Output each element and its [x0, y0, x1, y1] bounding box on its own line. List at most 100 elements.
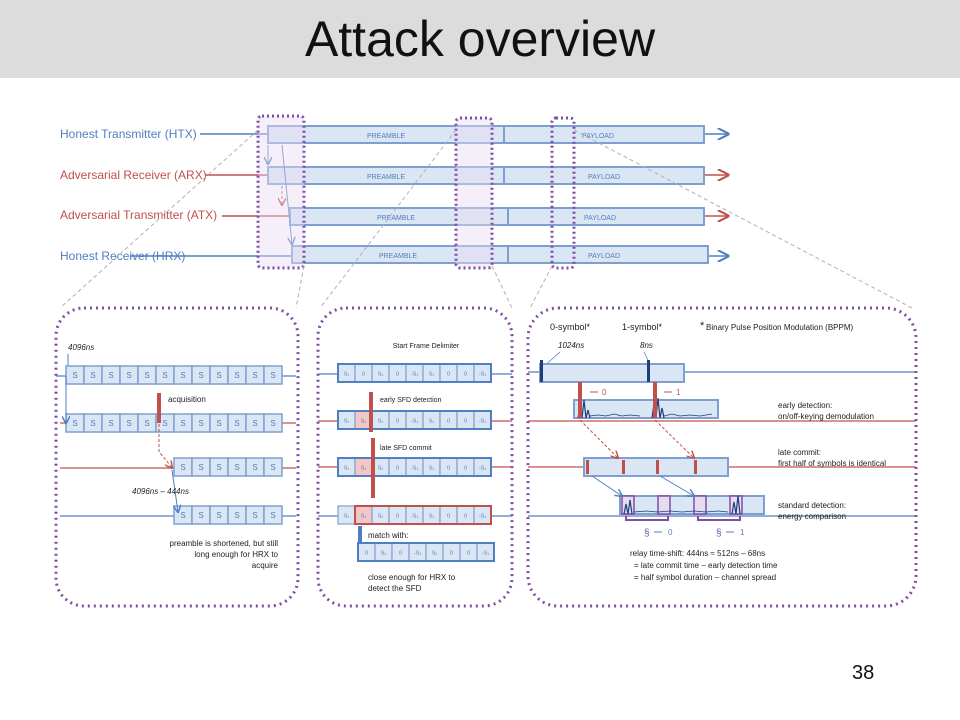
- bit-0-early: 0: [602, 388, 607, 397]
- symbol-cell-label: S: [180, 511, 185, 520]
- bppm-label: Binary Pulse Position Modulation (BPPM): [706, 323, 854, 332]
- sfd-cell-label: 0: [464, 372, 467, 378]
- symbol-cell-label: S: [234, 371, 239, 380]
- sfd-cell-label: S₁: [378, 419, 384, 425]
- sfd-cell-label: 0: [365, 551, 368, 557]
- sfd-cell-label: S₁: [429, 466, 435, 472]
- timeline: PREAMBLE PAYLOAD Honest Transmitter (HTX…: [59, 114, 913, 309]
- symbol-cell: [263, 413, 283, 433]
- sfd-cell-label: S₁: [361, 514, 367, 520]
- sfd-cell-label: S₁: [429, 372, 435, 378]
- sfd-cell-label: -S₁: [479, 419, 487, 425]
- symbol-cell-label: S: [270, 463, 275, 472]
- sfd-cell-label: 0: [464, 466, 467, 472]
- sfd-cell-label: S₁: [344, 466, 350, 472]
- symbol-cell-label: S: [72, 419, 77, 428]
- panel-bppm: 0-symbol* 1-symbol* * Binary Pulse Posit…: [526, 306, 918, 608]
- sfd-frame: [357, 542, 495, 562]
- sfd-cell-label: 0: [464, 514, 467, 520]
- symbol-cell-label: S: [252, 463, 257, 472]
- duration-shortened: 4096ns – 444ns: [132, 487, 189, 496]
- sfd-cell-label: 0: [396, 419, 399, 425]
- symbol-cell-label: S: [180, 371, 185, 380]
- sfd-cell-label: -S₁: [411, 372, 419, 378]
- relay-line-2: = late commit time – early detection tim…: [634, 561, 778, 570]
- symbol-cell-label: S: [234, 463, 239, 472]
- symbol-cell-label: S: [162, 371, 167, 380]
- late-commit-1: late commit:: [778, 448, 821, 457]
- late-commit-2: first half of symbols is identical: [778, 459, 886, 468]
- sfd-cell-label: 0: [396, 514, 399, 520]
- sfd-cell-label: -S₁: [411, 466, 419, 472]
- symbol-cell-label: S: [270, 371, 275, 380]
- timeline-row-arx: PREAMBLE PAYLOAD Adversarial Receiver (A…: [60, 166, 728, 185]
- symbol-cell-label: S: [270, 419, 275, 428]
- relay-line-1: relay time-shift: 444ns ≈ 512ns – 68ns: [630, 549, 765, 558]
- note-line-1: preamble is shortened, but still: [170, 539, 279, 548]
- sfd-cell-label: -S₁: [411, 514, 419, 520]
- highlight-sfd: [454, 116, 494, 270]
- highlight-preamble-start: [256, 114, 306, 270]
- slide-title: Attack overview: [304, 11, 656, 67]
- early-detection-2: on/off-keying demodulation: [778, 412, 874, 421]
- late-sfd-label: late SFD commit: [380, 445, 432, 452]
- sfd-cell-label: -S₁: [479, 514, 487, 520]
- sfd-cell-label: 0: [399, 551, 402, 557]
- sum-sign-1: §: [716, 528, 722, 539]
- symbol-cell-label: S: [252, 371, 257, 380]
- preamble-label: PREAMBLE: [377, 215, 415, 222]
- match-label: match with:: [368, 531, 408, 540]
- sfd-cell-label: S₁: [361, 419, 367, 425]
- early-detection-1: early detection:: [778, 401, 832, 410]
- symbol-cell-label: S: [90, 419, 95, 428]
- sfd-cell-label: 0: [396, 466, 399, 472]
- symbol-cell-label: S: [252, 511, 257, 520]
- highlight-payload: [550, 116, 576, 270]
- sfd-note-2: detect the SFD: [368, 584, 422, 593]
- duration-4096: 4096ns: [68, 343, 94, 352]
- bit-0-standard: 0: [668, 528, 673, 537]
- sfd-cell-label: 0: [362, 372, 365, 378]
- symbol-cell-label: S: [216, 511, 221, 520]
- sfd-cell-label: S₁: [378, 514, 384, 520]
- symbol-cell: [263, 457, 283, 477]
- duration-1024: 1024ns: [558, 341, 584, 350]
- standard-detection-1: standard detection:: [778, 501, 846, 510]
- sfd-cell-label: -S₁: [479, 466, 487, 472]
- sfd-note-1: close enough for HRX to: [368, 573, 456, 582]
- sfd-frame: [337, 457, 492, 477]
- symbol-cell-label: S: [144, 371, 149, 380]
- symbol-cell-label: S: [108, 371, 113, 380]
- symbol-cell-label: S: [216, 371, 221, 380]
- symbol-cell-label: S: [108, 419, 113, 428]
- symbol-cell-label: S: [180, 419, 185, 428]
- row-label-arx: Adversarial Receiver (ARX): [60, 168, 207, 182]
- sfd-title: Start Frame Delimiter: [393, 343, 460, 350]
- preamble-label: PREAMBLE: [379, 253, 417, 260]
- sfd-cell-label: -S₁: [414, 551, 422, 557]
- standard-detection-2: energy comparison: [778, 512, 846, 521]
- sum-sign-0: §: [644, 528, 650, 539]
- symbol-1-label: 1-symbol*: [622, 322, 663, 332]
- symbol-cell-label: S: [180, 463, 185, 472]
- symbol-cell-label: S: [126, 371, 131, 380]
- symbol-cell-label: S: [126, 419, 131, 428]
- sfd-cell-label: S₁: [344, 419, 350, 425]
- symbol-cell-label: S: [216, 419, 221, 428]
- sfd-cell-label: 0: [450, 551, 453, 557]
- timeline-row-htx: PREAMBLE PAYLOAD Honest Transmitter (HTX…: [60, 125, 728, 144]
- symbol-cell-label: S: [216, 463, 221, 472]
- bppm-star: *: [700, 320, 705, 332]
- sfd-cell-label: 0: [464, 419, 467, 425]
- symbol-cell-label: S: [90, 371, 95, 380]
- sfd-cell-label: S₁: [429, 514, 435, 520]
- row-label-htx: Honest Transmitter (HTX): [60, 127, 197, 141]
